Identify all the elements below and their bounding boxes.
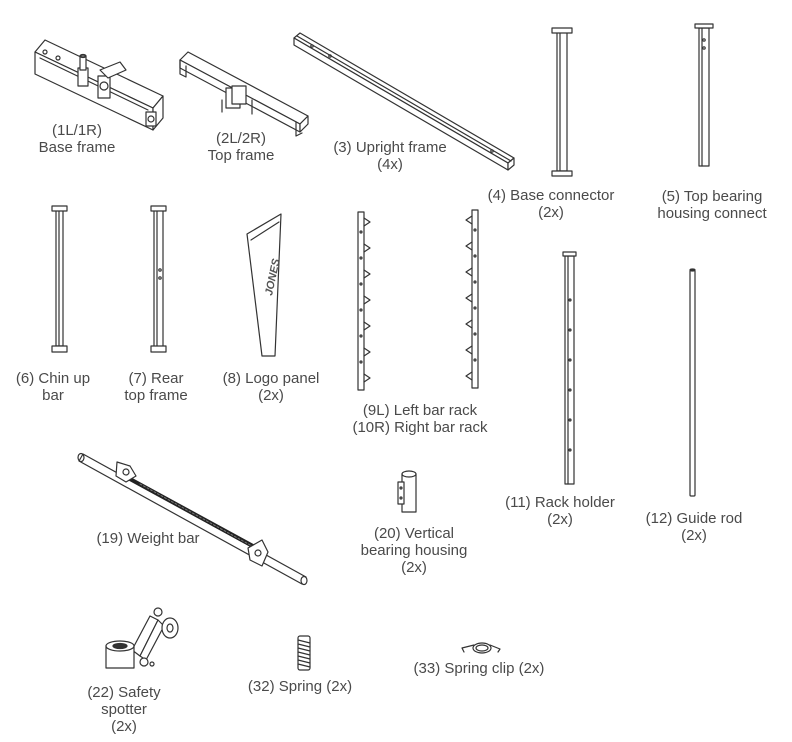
weight-bar-drawing bbox=[77, 452, 308, 586]
rear-top-frame-drawing bbox=[150, 205, 167, 353]
label-guide-rod: (12) Guide rod (2x) bbox=[645, 510, 743, 544]
label-rear-top-frame: (7) Rear top frame bbox=[124, 370, 188, 404]
guide-rod-drawing bbox=[689, 268, 696, 497]
upright-frame-drawing bbox=[293, 32, 515, 171]
base-frame-drawing bbox=[34, 39, 164, 131]
base-connector-drawing bbox=[551, 27, 573, 177]
spring-drawing bbox=[297, 635, 311, 671]
chin-up-bar-drawing bbox=[51, 205, 68, 353]
label-base-frame: (1L/1R) Base frame bbox=[38, 122, 116, 156]
label-base-connector: (4) Base connector (2x) bbox=[487, 187, 615, 221]
right-bar-rack-drawing bbox=[465, 209, 479, 389]
left-bar-rack-drawing bbox=[357, 211, 371, 391]
label-top-frame: (2L/2R) Top frame bbox=[207, 130, 275, 164]
spring-clip-drawing bbox=[461, 642, 501, 654]
label-top-bearing-housing-connect: (5) Top bearing housing connect bbox=[657, 188, 767, 222]
label-rack-holder: (11) Rack holder (2x) bbox=[505, 494, 615, 528]
top-bearing-housing-connect-drawing bbox=[694, 23, 714, 167]
label-spring: (32) Spring (2x) bbox=[247, 678, 353, 695]
vertical-bearing-housing-drawing bbox=[397, 470, 417, 513]
label-logo-panel: (8) Logo panel (2x) bbox=[222, 370, 320, 404]
label-vertical-bearing-housing: (20) Vertical bearing housing (2x) bbox=[360, 525, 468, 576]
label-upright-frame: (3) Upright frame (4x) bbox=[333, 139, 447, 173]
label-spring-clip: (33) Spring clip (2x) bbox=[413, 660, 545, 677]
top-frame-drawing bbox=[179, 51, 309, 137]
label-bar-racks: (9L) Left bar rack (10R) Right bar rack bbox=[352, 402, 488, 436]
label-chin-up-bar: (6) Chin up bar bbox=[15, 370, 91, 404]
logo-panel-drawing: JONES bbox=[246, 213, 283, 357]
rack-holder-drawing bbox=[562, 251, 577, 485]
safety-spotter-drawing bbox=[105, 607, 179, 669]
label-safety-spotter: (22) Safety spotter (2x) bbox=[87, 684, 161, 735]
label-weight-bar: (19) Weight bar bbox=[96, 530, 200, 547]
